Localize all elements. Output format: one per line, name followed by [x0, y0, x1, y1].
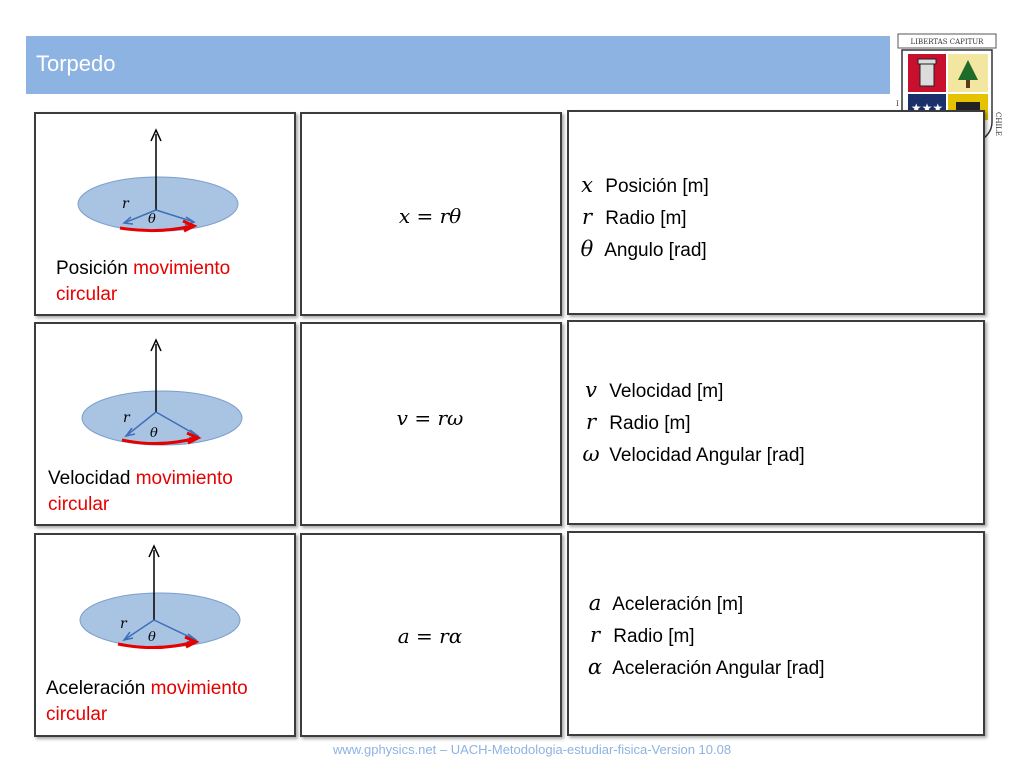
legend-text: Velocidad [m] — [609, 381, 724, 402]
slide-title: Torpedo — [36, 51, 116, 76]
legend-text: Radio [m] — [609, 413, 691, 434]
legend-cell-2 — [567, 320, 985, 525]
legend-cell-3 — [567, 531, 985, 736]
arc-arrow — [119, 224, 193, 233]
crest-top-text: LIBERTAS CAPITUR — [911, 38, 985, 46]
legend-text: Aceleración Angular [rad] — [612, 658, 825, 679]
legend-text: Velocidad Angular [rad] — [609, 445, 805, 466]
legend-row: r Radio [m] — [578, 407, 805, 439]
legend-row: θ Angulo [rad] — [574, 234, 709, 266]
label-theta: θ — [150, 426, 158, 441]
legend-text: Radio [m] — [613, 626, 695, 647]
disc-shape — [77, 176, 239, 232]
footer-text: www.gphysics.net – UACH-Metodologia-estu… — [332, 742, 732, 757]
legend-2: v Velocidad [m] r Radio [m] ω Velocidad … — [578, 375, 805, 471]
legend-cell-1 — [567, 110, 985, 315]
legend-1: x Posición [m] r Radio [m] θ Angulo [rad… — [574, 170, 709, 266]
caption-red: movimiento circular — [46, 678, 248, 725]
label-r: r — [122, 196, 130, 212]
label-theta: θ — [148, 630, 156, 645]
legend-row: x Posición [m] — [574, 170, 709, 202]
title-bar — [26, 36, 890, 94]
formula-cell-2 — [300, 322, 562, 526]
formula-rhs: = rω — [414, 406, 464, 430]
legend-text: Radio [m] — [605, 208, 687, 229]
disc-shape — [81, 390, 243, 446]
legend-symbol: α — [587, 655, 603, 679]
legend-symbol: x — [581, 173, 593, 197]
legend-symbol: θ — [580, 237, 594, 261]
formula-1: x = rθ — [300, 204, 560, 228]
caption-2: Velocidad movimiento circular — [48, 466, 288, 518]
formula-rhs: = rθ — [416, 204, 462, 228]
caption-3: Aceleración movimiento circular — [46, 676, 261, 728]
legend-row: a Aceleración [m] — [582, 588, 825, 620]
disc-shape — [79, 592, 241, 648]
legend-text: Angulo [rad] — [604, 240, 707, 261]
crest-side-text: CHILE — [994, 112, 1002, 136]
legend-symbol: r — [585, 410, 597, 434]
label-r: r — [123, 410, 131, 426]
legend-row: r Radio [m] — [582, 620, 825, 652]
arc-arrow — [117, 640, 195, 650]
formula-lhs: v — [396, 406, 408, 430]
arc-arrow — [121, 436, 197, 446]
formula-cell-1 — [300, 112, 562, 316]
caption-black: Aceleración — [46, 678, 151, 699]
circular-motion-diagram-1: r θ — [77, 128, 239, 233]
formula-rhs: = rα — [416, 624, 463, 648]
formula-2: v = rω — [300, 406, 560, 430]
legend-symbol: ω — [582, 442, 600, 466]
formula-lhs: x — [398, 204, 411, 228]
legend-symbol: r — [589, 623, 601, 647]
legend-text: Posición [m] — [605, 176, 709, 197]
legend-symbol: a — [588, 591, 602, 615]
caption-1: Posición movimiento circular — [56, 256, 286, 308]
legend-row: r Radio [m] — [574, 202, 709, 234]
radius-vector-1 — [123, 209, 157, 224]
formula-cell-3 — [300, 533, 562, 737]
circular-motion-diagram-3: r θ — [79, 544, 241, 650]
formula-lhs: a — [397, 624, 410, 648]
circular-motion-diagram-2: r θ — [81, 338, 243, 446]
legend-3: a Aceleración [m] r Radio [m] α Acelerac… — [582, 588, 825, 684]
label-r: r — [120, 616, 128, 632]
radius-vector-2 — [155, 411, 199, 437]
crest-left-text: I — [896, 100, 899, 108]
legend-text: Aceleración [m] — [612, 594, 744, 615]
legend-symbol: v — [585, 378, 597, 402]
label-theta: θ — [148, 212, 156, 227]
caption-black: Posición — [56, 258, 134, 279]
legend-symbol: r — [581, 205, 593, 229]
legend-row: v Velocidad [m] — [578, 375, 805, 407]
radius-vector-1 — [125, 411, 157, 437]
radius-vector-2 — [155, 209, 195, 223]
radius-vector-1 — [123, 619, 155, 641]
caption-red: movimiento circular — [56, 258, 231, 305]
caption-black: Velocidad — [48, 468, 136, 489]
radius-vector-2 — [153, 619, 197, 641]
legend-row: α Aceleración Angular [rad] — [582, 652, 825, 684]
legend-row: ω Velocidad Angular [rad] — [578, 439, 805, 471]
formula-3: a = rα — [300, 624, 560, 648]
caption-red: movimiento circular — [48, 468, 233, 515]
